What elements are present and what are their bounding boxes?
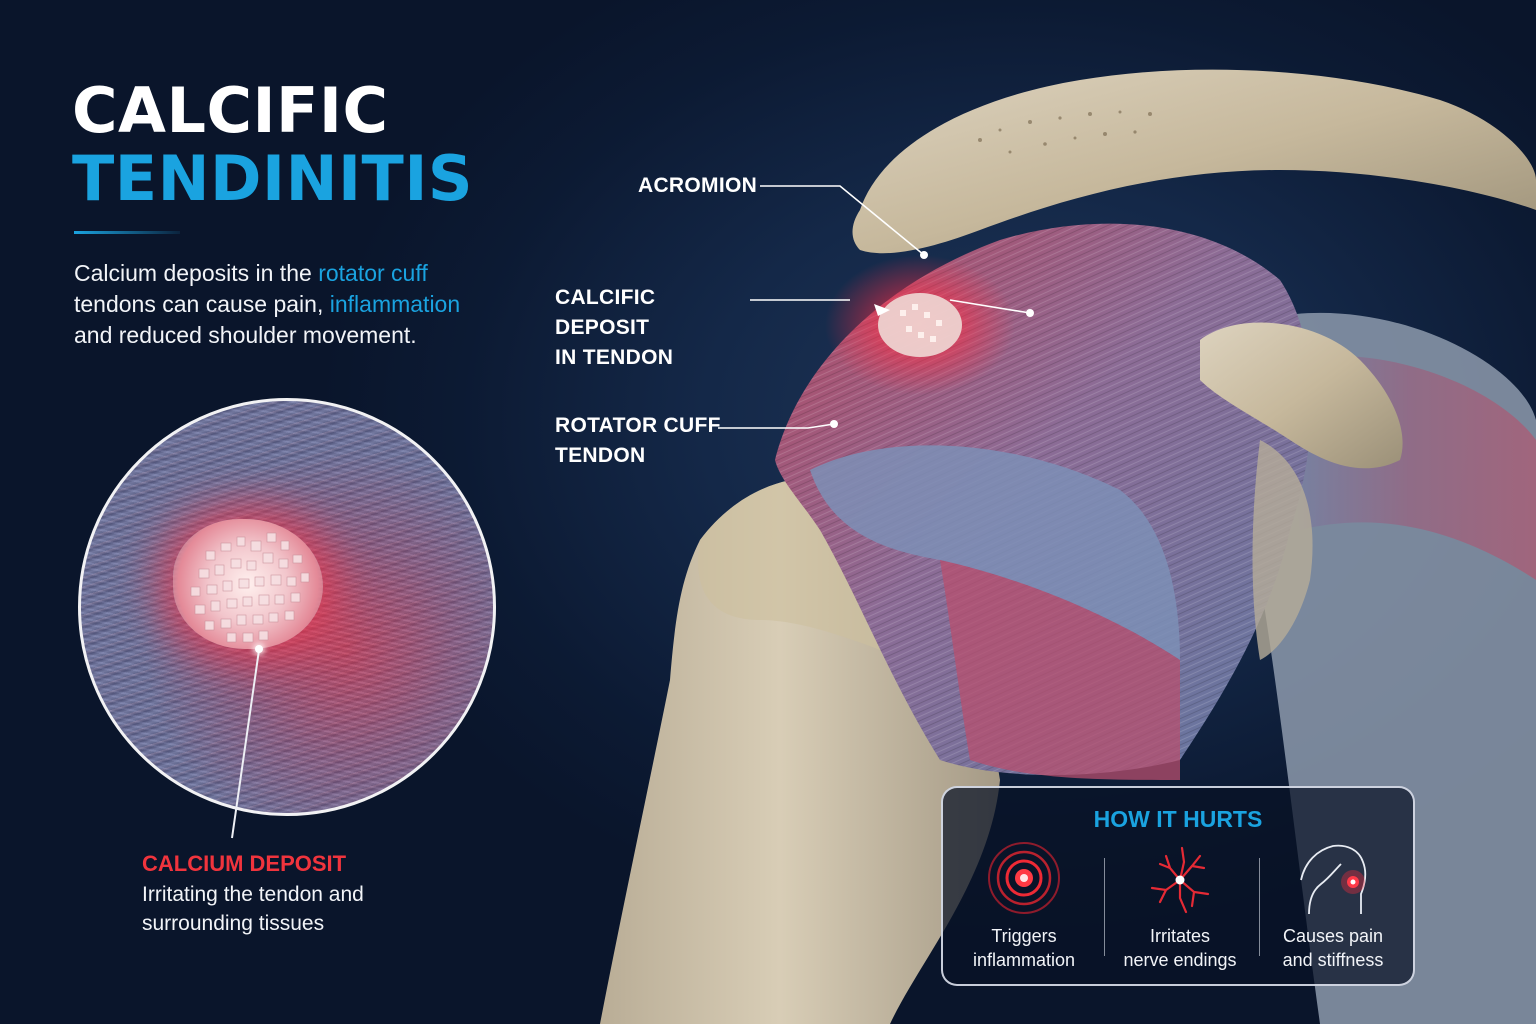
intro-part-1: Calcium deposits in the — [74, 260, 319, 286]
how-it-hurts-title: HOW IT HURTS — [1093, 806, 1263, 832]
calcium-deposit-description: Irritating the tendon and surrounding ti… — [142, 883, 364, 935]
how-it-hurts-item-inflammation: Triggers inflammation — [949, 840, 1099, 980]
item-2-line-1: Irritates — [1149, 926, 1210, 946]
rotator-cuff-label-line-1: ROTATOR CUFF — [555, 414, 721, 437]
intro-part-3: and reduced shoulder movement. — [74, 322, 417, 348]
item-1-line-2: inflammation — [972, 950, 1076, 970]
title-line-2: TENDINITIS — [72, 142, 474, 215]
how-it-hurts-item-nerves: Irritates nerve endings — [1105, 840, 1255, 980]
deposit-arrow — [874, 304, 890, 316]
rotator-cuff-label-line-2: TENDON — [555, 444, 646, 467]
how-it-hurts-item-pain: Causes pain and stiffness — [1258, 840, 1408, 980]
info-divider — [1104, 858, 1105, 956]
magnified-tendon-view — [78, 398, 496, 816]
title-line-1: CALCIFIC — [72, 74, 389, 147]
item-3-line-2: and stiffness — [1282, 950, 1384, 970]
item-3-caption: Causes pain and stiffness — [1258, 924, 1408, 972]
acromion-leader — [760, 185, 925, 256]
calcific-deposit — [878, 293, 962, 357]
item-2-line-2: nerve endings — [1123, 950, 1237, 970]
title-divider — [74, 231, 180, 234]
deposit-leader-2 — [949, 299, 1031, 314]
bone-texture — [978, 110, 1152, 154]
shoulder-pain-icon — [1300, 844, 1367, 915]
intro-part-2: tendons can cause pain, — [74, 291, 330, 317]
acromion — [852, 69, 1536, 254]
intro-highlight-rotator-cuff: rotator cuff — [318, 260, 428, 286]
item-1-line-1: Triggers — [991, 926, 1057, 946]
zoom-leader-dot — [255, 645, 263, 653]
inflammation-target-icon — [988, 842, 1060, 914]
nerve-endings-icon — [1150, 846, 1210, 914]
calcific-deposit-label-line-2: IN TENDON — [555, 346, 674, 369]
deposit-crystals — [190, 532, 310, 643]
intro-text: Calcium deposits in the rotator cuff ten… — [74, 258, 494, 351]
tendon-band — [810, 445, 1180, 660]
acromion-label: ACROMION — [638, 174, 758, 197]
item-2-caption: Irritates nerve endings — [1105, 924, 1255, 972]
rotator-cuff-label: ROTATOR CUFF TENDON — [555, 411, 725, 471]
calcific-deposit-label: CALCIFIC DEPOSIT IN TENDON — [555, 283, 755, 373]
item-1-caption: Triggers inflammation — [949, 924, 1099, 972]
how-it-hurts-panel: HOW IT HURTS Triggers inflammation — [941, 786, 1415, 986]
item-3-line-1: Causes pain — [1282, 926, 1384, 946]
intro-highlight-inflammation: inflammation — [329, 291, 461, 317]
calcium-deposit-label: CALCIUM DEPOSIT — [142, 851, 347, 876]
calcific-deposit-label-line-1: CALCIFIC DEPOSIT — [555, 286, 656, 339]
info-divider — [1259, 858, 1260, 956]
rotator-leader — [718, 423, 835, 429]
shoulder-illustration — [600, 69, 1536, 1024]
coracoid-process — [1200, 322, 1403, 469]
